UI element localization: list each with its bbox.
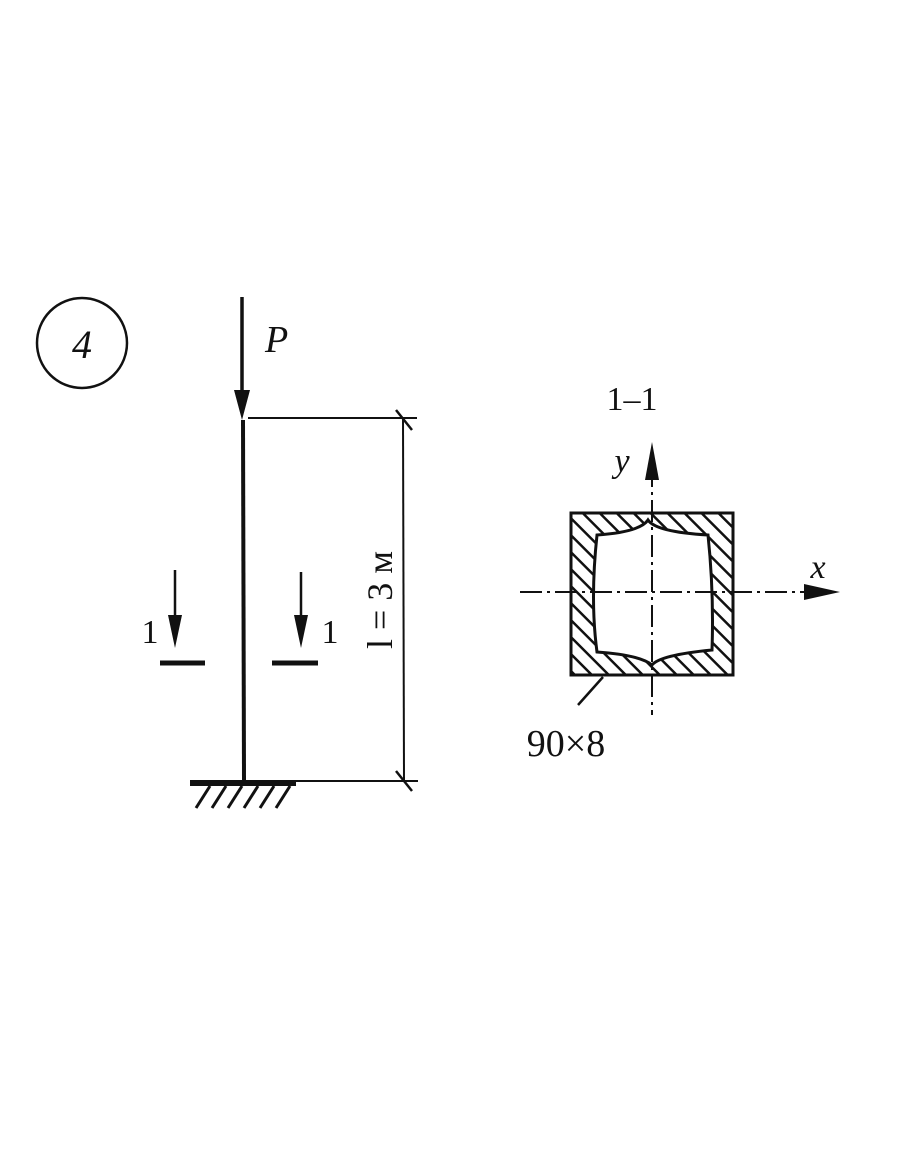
x-axis — [520, 584, 840, 600]
section-marker-right: 1 — [272, 572, 339, 666]
length-dimension — [248, 409, 418, 792]
profile-label: 90×8 — [527, 723, 605, 765]
square-tube-section — [569, 511, 735, 677]
section-mark-right-label: 1 — [322, 614, 339, 651]
profile-leader-line — [577, 676, 604, 706]
axis-x-label: x — [809, 549, 825, 586]
load-arrow — [234, 297, 250, 420]
load-label: P — [264, 319, 288, 361]
section-mark-left-label: 1 — [142, 614, 159, 651]
length-label: l = 3 м — [360, 551, 400, 649]
y-axis — [645, 442, 659, 715]
section-marker-left: 1 — [142, 570, 205, 666]
axis-y-label: y — [611, 443, 630, 480]
problem-number: 4 — [72, 322, 92, 367]
section-title: 1–1 — [607, 381, 658, 418]
problem-number-badge: 4 — [35, 296, 129, 390]
column — [241, 419, 246, 781]
fixed-support — [190, 780, 296, 809]
